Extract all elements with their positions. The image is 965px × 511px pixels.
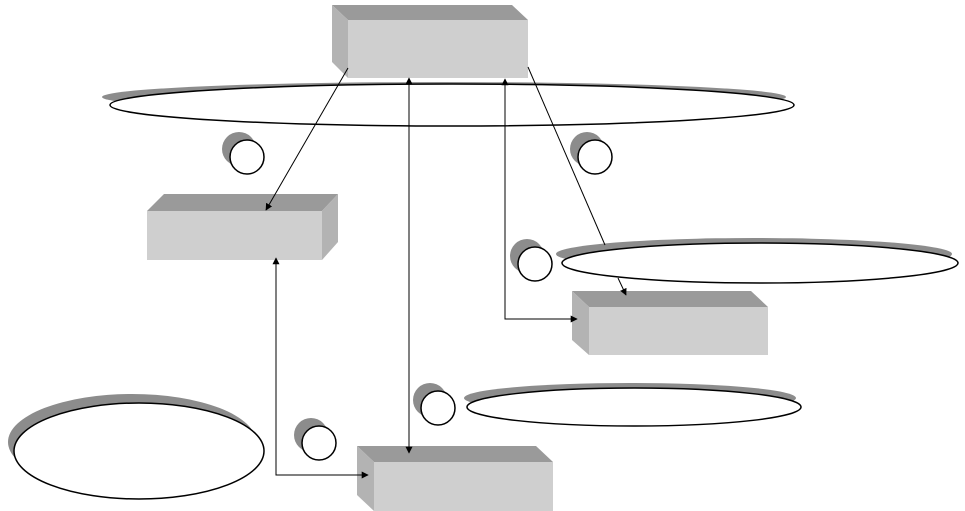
marker-4: [413, 383, 456, 426]
bottom-box: [357, 446, 553, 511]
arrow-top-to-left-box: [265, 67, 349, 211]
marker-3: [510, 239, 553, 282]
wide-top-ellipse: [102, 82, 795, 127]
right-box: [572, 291, 768, 355]
top-box: [332, 5, 528, 78]
arrow-top-to-right-box: [527, 66, 606, 246]
marker-2: [570, 132, 613, 175]
left-box: [147, 194, 338, 260]
middle-ellipse: [464, 383, 802, 427]
arrow-into-right-box: [617, 277, 627, 296]
arrow-left-box-to-bottom-box: [272, 257, 369, 479]
arrow-right-box-to-top: [501, 78, 578, 323]
right-ellipse: [556, 238, 959, 284]
left-ellipse: [8, 394, 265, 500]
marker-1: [222, 132, 265, 175]
marker-5: [294, 418, 337, 461]
